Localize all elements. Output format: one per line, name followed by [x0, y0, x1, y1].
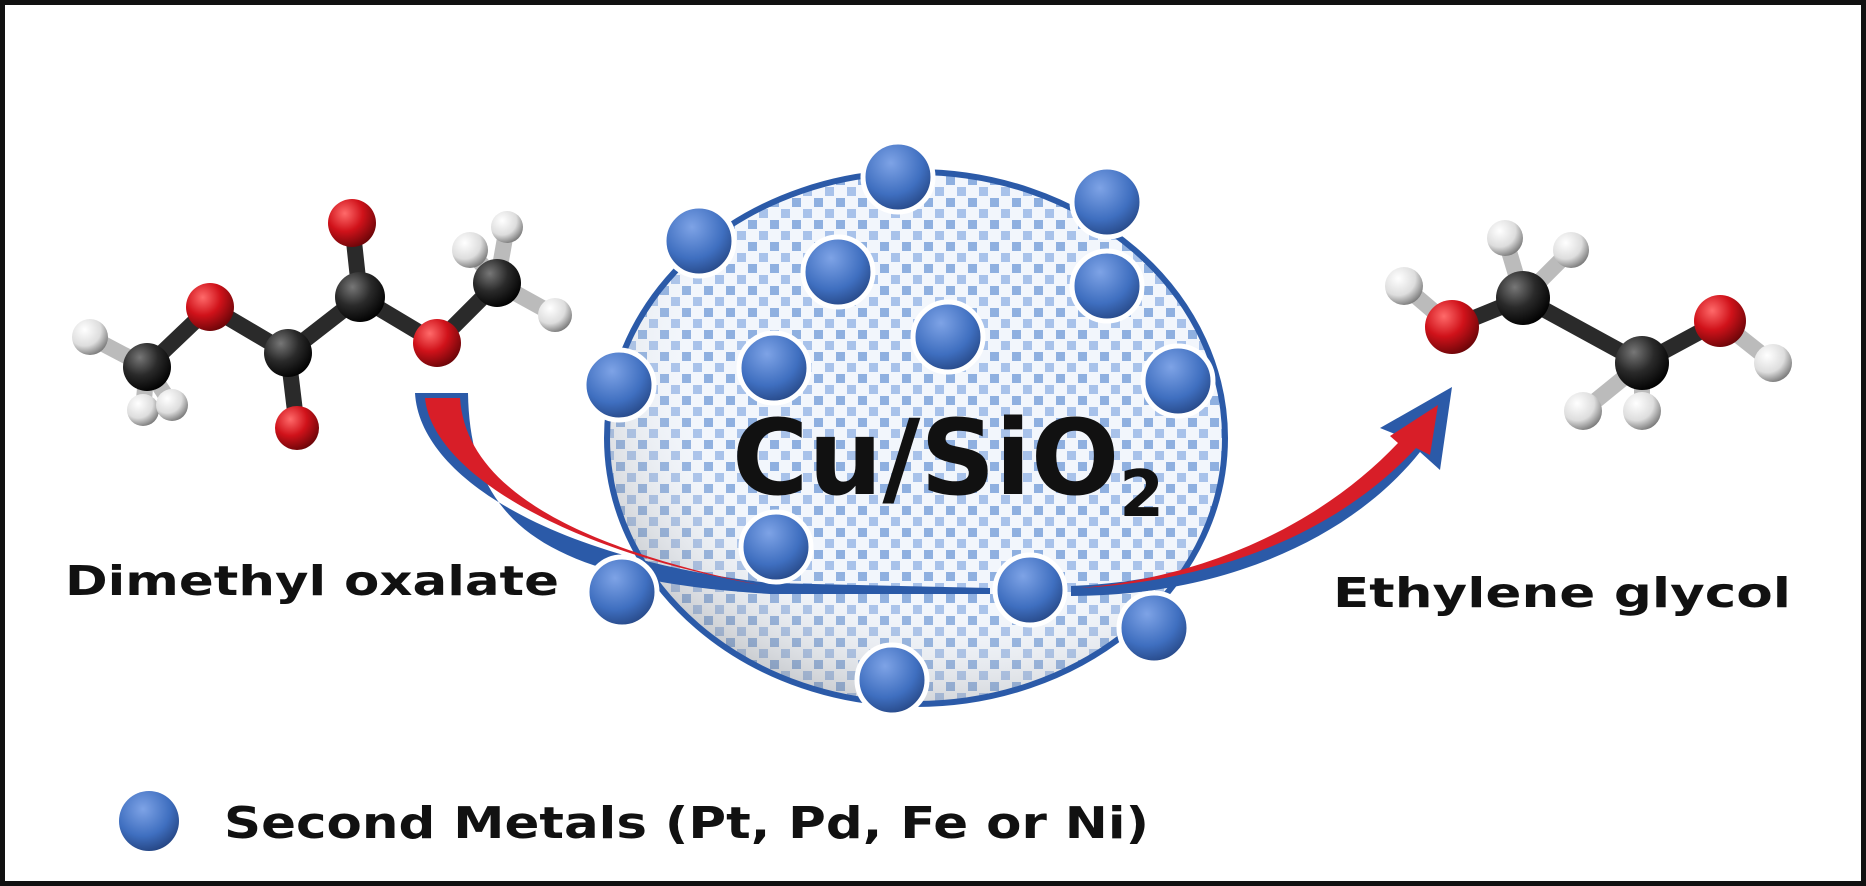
reaction-scheme: Cu/SiO2 Dimethyl oxalate Ethylene glycol…: [65, 139, 1792, 851]
reaction-arrow-left: [415, 393, 990, 594]
reaction-arrow-right: [1071, 387, 1452, 596]
metal-particle: [860, 139, 936, 215]
dimethyl-oxalate-molecule: [72, 199, 572, 450]
metal-particle: [738, 509, 814, 585]
metal-particle: [1069, 248, 1145, 324]
metal-particle: [854, 642, 930, 718]
metal-particle: [1116, 590, 1192, 666]
product-label: Ethylene glycol: [1333, 569, 1791, 617]
legend-label: Second Metals (Pt, Pd, Fe or Ni): [224, 798, 1149, 849]
metal-particle: [1069, 164, 1145, 240]
metal-particle: [910, 299, 986, 375]
metal-particle: [584, 554, 660, 630]
metal-particles: [581, 139, 1216, 718]
metal-particle: [581, 347, 657, 423]
ethylene-glycol-molecule: [1385, 220, 1792, 430]
catalyst-label: Cu/SiO2: [732, 397, 1164, 532]
metal-particle: [992, 552, 1068, 628]
metal-particle: [800, 234, 876, 310]
metal-particle: [1140, 343, 1216, 419]
metal-particle: [736, 330, 812, 406]
metal-particle: [661, 203, 737, 279]
blue-sphere-icon: [119, 791, 179, 851]
reactant-label: Dimethyl oxalate: [65, 557, 559, 605]
